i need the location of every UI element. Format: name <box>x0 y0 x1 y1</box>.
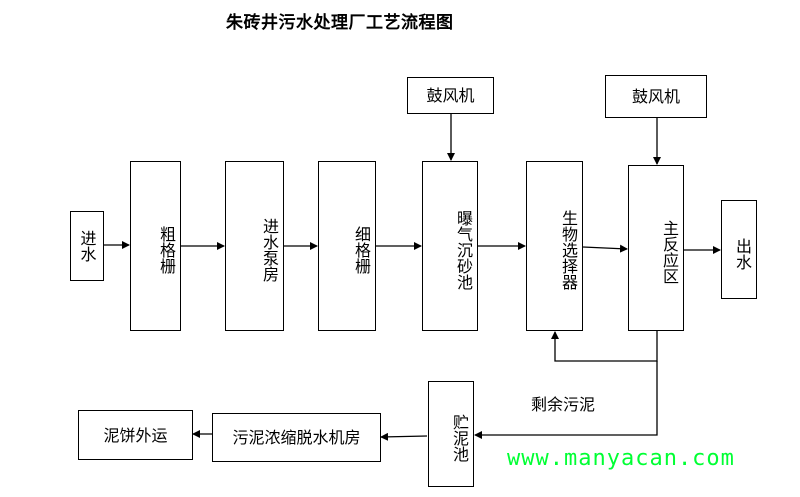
blower-2-box: 鼓风机 <box>605 75 707 118</box>
watermark: www.manyacan.com <box>507 446 735 471</box>
coarse-screen-box: 粗格栅 <box>130 161 181 331</box>
blower-1-box: 鼓风机 <box>407 77 494 114</box>
sludge-dewatering-room-box: 污泥浓缩脱水机房 <box>212 413 381 462</box>
main-reactor-box: 主反应区 <box>628 165 684 331</box>
arrow-bio-selector-to-main-reactor <box>582 244 628 253</box>
excess-sludge-label: 剩余污泥 <box>531 395 596 414</box>
inlet-pump-house-box: 进水泵房 <box>225 161 284 331</box>
arrow-excess-sludge-to-storage <box>474 361 658 439</box>
bio-selector-box: 生物选择器 <box>526 161 583 331</box>
fine-screen-box: 细格栅 <box>318 161 376 331</box>
sludge-cake-transport-box: 泥饼外运 <box>78 410 193 460</box>
arrow-return-sludge-to-bio-selector <box>551 331 658 362</box>
sludge-storage-tank-box: 贮泥池 <box>428 381 474 487</box>
inlet-box: 进水 <box>70 211 104 281</box>
aerated-grit-chamber-box: 曝气沉砂池 <box>422 161 478 331</box>
outlet-box: 出水 <box>721 200 757 299</box>
diagram-title: 朱砖井污水处理厂工艺流程图 <box>226 13 454 33</box>
arrow-storage-to-dewatering <box>380 432 428 441</box>
